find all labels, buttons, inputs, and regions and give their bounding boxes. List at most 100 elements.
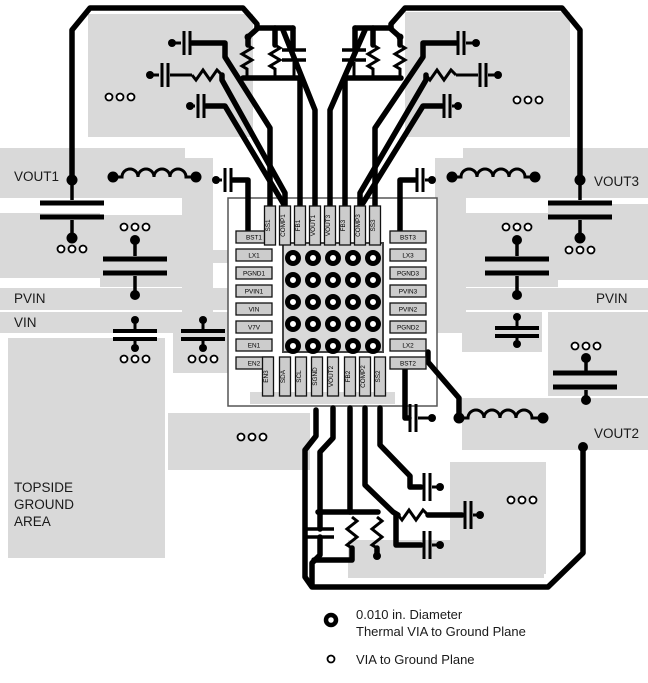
via-icon (326, 654, 336, 664)
capacitors-horizontal-plate (40, 48, 617, 539)
via-icon (581, 341, 591, 351)
pin-label-vout3: VOUT3 (325, 214, 332, 236)
pin-label-pgnd3: PGND3 (397, 270, 419, 277)
via-icon (130, 354, 140, 364)
trace-fb1 (240, 75, 303, 210)
copper-bottom-strip (348, 540, 544, 578)
via-icon (247, 432, 257, 442)
via-icon (570, 341, 580, 351)
legend-via-label: VIA to Ground Plane (356, 652, 475, 667)
copper-mid-cap (100, 215, 206, 287)
pin-v7v (235, 320, 273, 334)
trace-comp1 (219, 72, 288, 210)
thermal-via-icon (325, 294, 341, 310)
resistor-comp2 (396, 507, 430, 523)
via-icon (586, 245, 596, 255)
via-icon (209, 354, 219, 364)
pin-en3 (261, 356, 275, 397)
legend: 0.010 in. Diameter Thermal VIA to Ground… (323, 607, 526, 667)
via-icon (115, 92, 125, 102)
thermal-via-icon (345, 294, 361, 310)
pin-pgnd2 (389, 320, 427, 334)
pin-label-pvin1: PVIN1 (245, 288, 264, 295)
via-icon (198, 354, 208, 364)
pin-label-v7v: V7V (248, 324, 261, 331)
pin-vout3 (323, 205, 337, 246)
via-icon (258, 432, 268, 442)
thermal-via-icon (323, 612, 339, 628)
capacitor-c3c (342, 48, 366, 78)
ground-vias (56, 92, 602, 505)
ic-thermal-pad (282, 242, 384, 354)
via-icon (126, 92, 136, 102)
pin-label-ss2: SS2 (375, 370, 382, 383)
copper-vout2-strip (462, 398, 648, 450)
capacitor-c1c (282, 48, 306, 78)
capacitor-ss3 (441, 31, 473, 55)
label-vin: VIN (14, 315, 37, 330)
pin-lx1 (235, 248, 273, 262)
pin-label-ss3: SS3 (370, 219, 377, 232)
thermal-via-icon (365, 316, 381, 332)
pin-label-sda: SDA (280, 369, 287, 383)
pin-label-pvin2: PVIN2 (399, 306, 418, 313)
capacitor-comp3 (456, 63, 495, 87)
pin-bst3 (389, 230, 427, 244)
via-icon (141, 222, 151, 232)
pin-sda (278, 356, 292, 397)
via-icon (523, 222, 533, 232)
pin-bst2 (389, 356, 427, 370)
copper-center-patch (168, 413, 310, 470)
pin-label-comp2: COMP2 (360, 365, 367, 388)
thermal-via-icon (365, 272, 381, 288)
trace-ss2 (377, 405, 424, 490)
capacitor-bst3 (415, 168, 429, 192)
pin-pgnd1 (235, 266, 273, 280)
pin-label-ss1: SS1 (265, 219, 272, 232)
pin-label-en2: EN2 (248, 360, 261, 367)
pin-label-pgnd2: PGND2 (397, 324, 419, 331)
thermal-via-icon (345, 250, 361, 266)
thermal-via-icon (325, 316, 341, 332)
copper-pour-regions (0, 12, 648, 578)
thermal-via-icon (305, 338, 321, 354)
resistor-rfb3a (392, 43, 408, 78)
via-icon (506, 495, 516, 505)
inductor-l1 (117, 167, 192, 179)
pin-fb3 (338, 205, 352, 246)
trace-vout2-pin (317, 405, 336, 517)
pin-comp3 (353, 205, 367, 246)
thermal-via-icon (305, 294, 321, 310)
thermal-via-icon (285, 272, 301, 288)
copper-vin-strip (0, 312, 230, 333)
pin-label-en3: EN3 (263, 370, 270, 383)
label-topside-1: TOPSIDE (14, 480, 73, 495)
pin-label-lx1: LX1 (248, 252, 260, 259)
via-icon (187, 354, 197, 364)
thermal-via-icon (325, 272, 341, 288)
thermal-via-icon (305, 316, 321, 332)
thermal-via-icon (345, 272, 361, 288)
via-icon (130, 222, 140, 232)
via-icon (575, 245, 585, 255)
inductor-l3 (456, 167, 530, 179)
label-vout1: VOUT1 (14, 169, 59, 184)
pin-label-fb3: FB3 (340, 219, 347, 231)
trace-vout3-sense (388, 5, 583, 185)
trace-lx2 (425, 349, 462, 419)
thermal-via-grid (285, 250, 381, 354)
pin-label-fb1: FB1 (295, 219, 302, 231)
pin-pvin3 (389, 284, 427, 298)
pin-label-bst2: BST2 (400, 360, 416, 367)
trace-bst1 (230, 177, 251, 239)
via-icon (592, 341, 602, 351)
thermal-via-icon (345, 338, 361, 354)
pin-label-lx3: LX3 (402, 252, 414, 259)
thermal-via-icon (285, 250, 301, 266)
capacitor-bst2 (408, 404, 429, 432)
pin-pgnd3 (389, 266, 427, 280)
pin-label-bst1: BST1 (246, 234, 262, 241)
via-icon (512, 222, 522, 232)
